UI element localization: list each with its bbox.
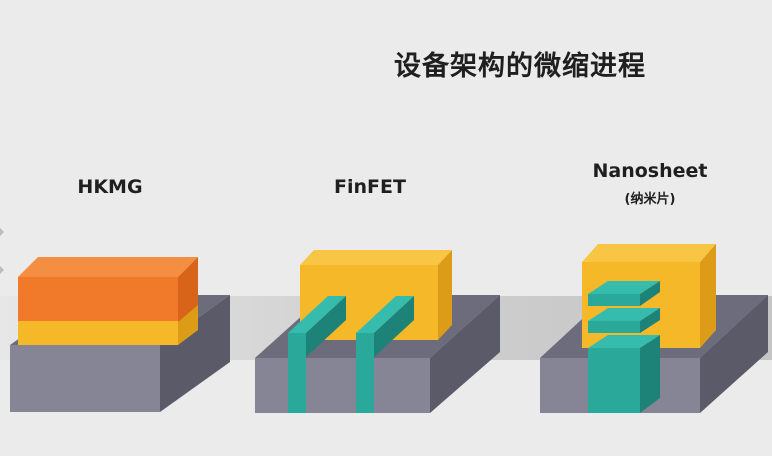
nanosheet-sheet-2-side	[640, 308, 660, 333]
hkmg-label: HKMG	[77, 176, 143, 198]
finfet-fin-2-front	[356, 333, 374, 413]
finfet-substrate-side	[430, 295, 500, 413]
nanosheet-sheet-1-front	[588, 294, 640, 306]
nanosheet-sheet-3-front	[588, 348, 640, 360]
nanosheet-sheet-1-top	[588, 281, 660, 294]
nanosheet-channel-stem	[588, 352, 640, 413]
finfet-gate-side	[438, 250, 452, 340]
nanosheet-device	[540, 244, 768, 413]
hkmg-device	[10, 257, 230, 412]
hkmg-substrate-front	[10, 345, 160, 412]
finfet-substrate-front	[255, 358, 430, 413]
hkmg-gate-side	[178, 305, 198, 345]
finfet-device	[255, 250, 500, 413]
nanosheet-sheet-1-side	[640, 281, 660, 306]
nanosheet-channel-stem-side	[640, 338, 660, 413]
nanosheet-gate-top	[582, 244, 716, 262]
hkmg-metal-front	[18, 277, 178, 321]
finfet-gate-top	[300, 250, 452, 265]
hkmg-gate-front	[18, 320, 178, 345]
finfet-fin-2-side	[374, 296, 414, 357]
hkmg-metal-side	[178, 257, 198, 322]
finfet-fin-1-front	[288, 333, 306, 413]
nanosheet-sheet-2-front	[588, 321, 640, 333]
nanosheet-label: Nanosheet	[592, 160, 708, 182]
finfet-fin-1-top	[288, 296, 346, 333]
nanosheet-sheet-3-top	[588, 335, 660, 348]
left-edge-mark-icon	[0, 228, 4, 236]
finfet-label: FinFET	[334, 176, 406, 198]
nanosheet-sheet-3-side	[640, 335, 660, 360]
finfet-fin-2-top	[356, 296, 414, 333]
nanosheet-substrate-side	[700, 295, 768, 413]
hkmg-metal-top	[18, 257, 198, 277]
nanosheet-sublabel: (纳米片)	[624, 192, 676, 207]
left-edge-mark-icon	[0, 266, 4, 274]
hkmg-substrate-side	[160, 295, 230, 412]
nanosheet-sheet-2-top	[588, 308, 660, 321]
diagram-title: 设备架构的微缩进程	[394, 51, 646, 82]
nanosheet-gate-side	[700, 244, 716, 348]
finfet-fin-1-side	[306, 296, 346, 357]
